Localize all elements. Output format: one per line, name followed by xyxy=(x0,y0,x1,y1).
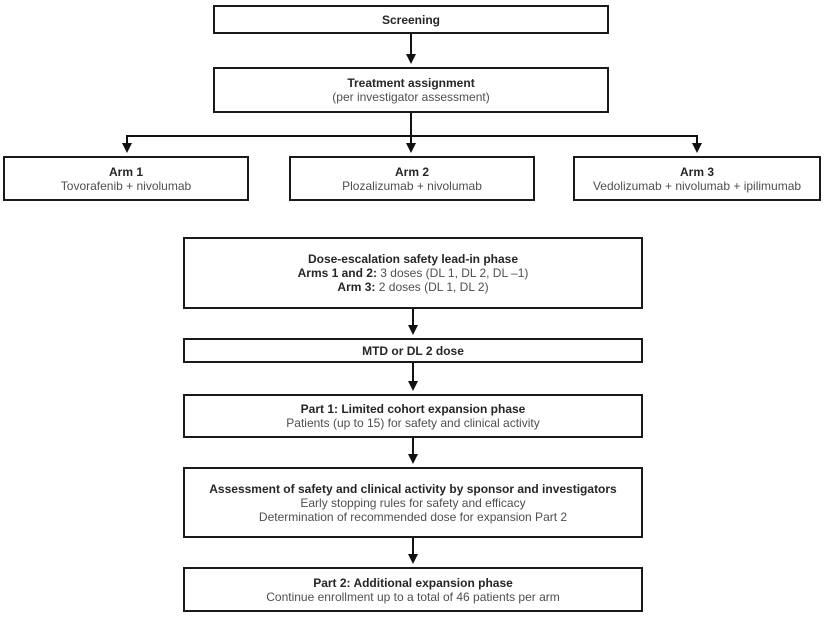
arm1-title: Arm 1 xyxy=(108,164,143,179)
dose-escalation-arm3-line: Arm 3: 2 doses (DL 1, DL 2) xyxy=(337,280,488,294)
arm2-regimen: Plozalizumab + nivolumab xyxy=(342,178,482,193)
arms12-doses: 3 doses (DL 1, DL 2, DL –1) xyxy=(376,266,529,280)
box-arm3: Arm 3 Vedolizumab + nivolumab + ipilimum… xyxy=(573,156,821,201)
assessment-line2: Early stopping rules for safety and effi… xyxy=(300,495,526,510)
arm1-regimen: Tovorafenib + nivolumab xyxy=(60,178,192,193)
box-arm1: Arm 1 Tovorafenib + nivolumab xyxy=(3,156,249,201)
treatment-assignment-title: Treatment assignment xyxy=(347,76,475,90)
treatment-assignment-subtitle: (per investigator assessment) xyxy=(332,90,490,104)
assessment-line3: Determination of recommended dose for ex… xyxy=(258,509,568,524)
dose-escalation-arms12-line: Arms 1 and 2: 3 doses (DL 1, DL 2, DL –1… xyxy=(298,266,529,280)
dose-escalation-title: Dose-escalation safety lead-in phase xyxy=(307,252,519,266)
arm3-label: Arm 3: xyxy=(337,280,376,294)
part2-title: Part 2: Additional expansion phase xyxy=(313,575,513,590)
box-mtd: MTD or DL 2 dose xyxy=(183,338,643,363)
screening-title: Screening xyxy=(381,12,441,27)
arm3-doses: 2 doses (DL 1, DL 2) xyxy=(375,280,489,294)
box-arm2: Arm 2 Plozalizumab + nivolumab xyxy=(289,156,535,201)
mtd-title: MTD or DL 2 dose xyxy=(362,343,464,358)
part2-subtitle: Continue enrollment up to a total of 46 … xyxy=(266,589,560,604)
part1-subtitle: Patients (up to 15) for safety and clini… xyxy=(286,416,540,430)
assessment-title: Assessment of safety and clinical activi… xyxy=(209,481,617,496)
box-treatment-assignment: Treatment assignment (per investigator a… xyxy=(213,67,609,113)
box-part2: Part 2: Additional expansion phase Conti… xyxy=(183,567,643,612)
arm3-regimen: Vedolizumab + nivolumab + ipilimumab xyxy=(592,178,802,193)
arms12-label: Arms 1 and 2: xyxy=(297,266,377,280)
box-assessment: Assessment of safety and clinical activi… xyxy=(183,467,643,538)
arm3-title: Arm 3 xyxy=(679,164,714,179)
part1-title: Part 1: Limited cohort expansion phase xyxy=(300,402,526,416)
box-dose-escalation: Dose-escalation safety lead-in phase Arm… xyxy=(183,237,643,309)
arm2-title: Arm 2 xyxy=(394,164,429,179)
box-part1: Part 1: Limited cohort expansion phase P… xyxy=(183,394,643,438)
box-screening: Screening xyxy=(213,5,609,34)
